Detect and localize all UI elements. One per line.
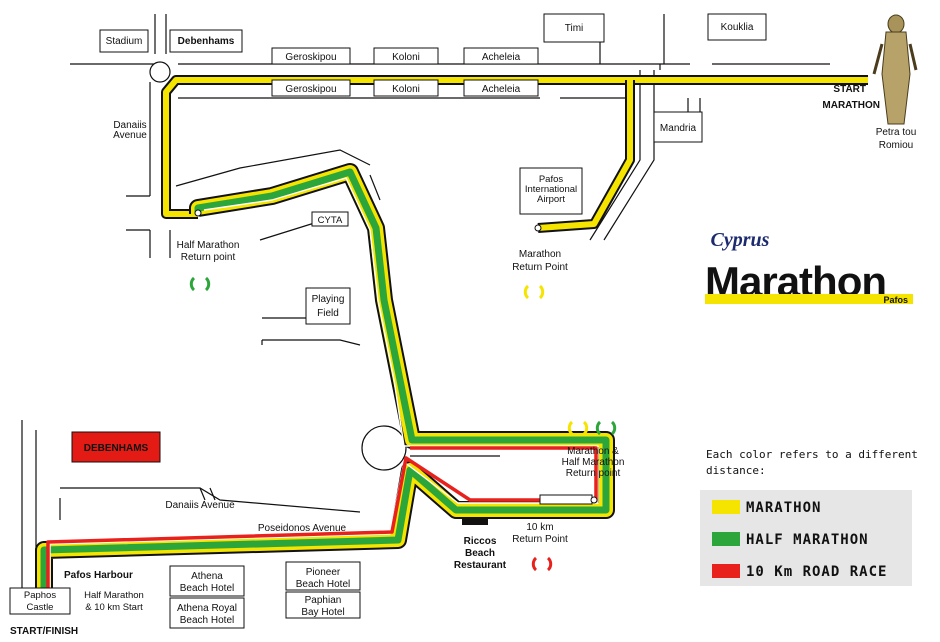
label-paphos-castle: Paphos Castle	[24, 590, 56, 613]
label-start-marathon: START MARATHON	[822, 84, 880, 111]
label-airport-line: Pafos	[539, 174, 564, 185]
label-line: Half Marathon	[84, 590, 144, 601]
label-line: & 10 km Start	[85, 602, 143, 613]
label-line: Avenue	[113, 130, 147, 141]
uturn-icons	[189, 276, 617, 572]
label-riccos: Riccos Beach Restaurant	[454, 536, 507, 571]
label-danaiis-horizontal: Danaiis Avenue	[165, 500, 235, 511]
label-poseidonos: Poseidonos Avenue	[258, 523, 347, 534]
label-airport-line: International	[525, 184, 577, 195]
legend-label: HALF MARATHON	[746, 532, 869, 548]
label-debenhams-top: Debenhams	[178, 36, 235, 47]
label-timi: Timi	[565, 23, 584, 34]
label-mh-return: Marathon & Half Marathon Return point	[562, 446, 625, 479]
return-point-marker	[534, 224, 542, 232]
legend-swatch	[712, 564, 740, 578]
label-line: Athena Royal	[177, 603, 237, 614]
label-paphian-bay: Paphian Bay Hotel	[301, 595, 344, 618]
label-line: Bay Hotel	[301, 607, 344, 618]
label-line: Paphian	[305, 595, 342, 606]
label-marathon-return: Marathon Return Point	[512, 249, 568, 273]
label-koloni-2: Koloni	[392, 84, 420, 95]
aphrodite-statue-icon	[872, 14, 918, 125]
label-debenhams-bottom: DEBENHAMS	[84, 443, 149, 454]
label-line: Return Point	[512, 262, 568, 273]
label-pioneer-beach: Pioneer Beach Hotel	[296, 567, 350, 590]
label-line: Playing	[312, 294, 345, 305]
label-half-return: Half Marathon Return point	[177, 240, 240, 263]
logo-pafos: Pafos	[883, 295, 908, 305]
label-acheleia-2: Acheleia	[482, 84, 521, 95]
uturn-red-icon	[531, 556, 553, 572]
map-boxes	[9, 13, 767, 629]
legend-label: MARATHON	[746, 500, 821, 516]
label-athena-beach: Athena Beach Hotel	[180, 571, 234, 594]
uturn-green-icon	[189, 276, 211, 292]
label-line: START	[833, 84, 866, 95]
label-start-finish: START/FINISH	[10, 626, 78, 637]
label-line: Half Marathon	[562, 457, 625, 468]
label-line: Beach Hotel	[180, 615, 234, 626]
label-line: Danaiis	[113, 120, 146, 131]
label-line: Half Marathon	[177, 240, 240, 251]
label-line: Beach	[465, 548, 495, 559]
label-line: Beach Hotel	[296, 579, 350, 590]
map-labels: Stadium Debenhams Geroskipou Koloni Ache…	[10, 22, 916, 637]
legend-label: 10 Km ROAD RACE	[746, 564, 887, 580]
cyprus-marathon-logo: Cyprus Marathon Pafos	[705, 229, 913, 305]
legend-note: Each color refers to a different	[706, 448, 918, 461]
label-line: Athena	[191, 571, 223, 582]
label-acheleia-1: Acheleia	[482, 52, 521, 63]
legend-swatch	[712, 500, 740, 514]
label-line: Beach Hotel	[180, 583, 234, 594]
legend: Each color refers to a different distanc…	[700, 448, 918, 586]
label-kouklia: Kouklia	[721, 22, 754, 33]
label-danaiis-vertical: Danaiis Avenue	[113, 120, 147, 141]
label-line: Pioneer	[306, 567, 341, 578]
logo-cyprus: Cyprus	[711, 229, 770, 251]
uturn-yellow-icon	[567, 420, 589, 436]
label-line: Return point	[566, 468, 621, 479]
label-playing-field: Playing Field	[312, 294, 345, 319]
label-line: Riccos	[464, 536, 497, 547]
return-point-marker	[194, 209, 202, 217]
label-cyta: CYTA	[318, 215, 343, 226]
legend-note: distance:	[706, 464, 766, 477]
label-geroskipou-2: Geroskipou	[285, 84, 336, 95]
label-line: Return point	[181, 252, 236, 263]
label-line: 10 km	[526, 522, 553, 533]
label-petra: Petra tou Romiou	[876, 127, 917, 151]
label-line: Romiou	[879, 140, 913, 151]
label-line: Marathon &	[567, 446, 619, 457]
label-geroskipou-1: Geroskipou	[285, 52, 336, 63]
label-line: Restaurant	[454, 560, 507, 571]
label-athena-royal: Athena Royal Beach Hotel	[177, 603, 237, 626]
debenhams-red-block	[71, 431, 161, 463]
label-airport: Pafos International Airport	[525, 174, 577, 205]
label-line: Petra tou	[876, 127, 917, 138]
label-10km-return: 10 km Return Point	[512, 522, 568, 545]
label-half-10k-start: Half Marathon & 10 km Start	[84, 590, 144, 613]
label-line: MARATHON	[822, 100, 880, 111]
label-line: Field	[317, 308, 339, 319]
uturn-yellow-icon	[523, 284, 545, 300]
label-airport-line: Airport	[537, 194, 565, 205]
label-pafos-harbour: Pafos Harbour	[64, 570, 133, 581]
riccos-bar	[462, 518, 488, 525]
return-point-marker	[590, 496, 598, 504]
legend-swatch	[712, 532, 740, 546]
label-stadium: Stadium	[106, 36, 143, 47]
label-koloni-1: Koloni	[392, 52, 420, 63]
label-mandria: Mandria	[660, 123, 697, 134]
label-line: Castle	[27, 602, 54, 613]
label-line: Marathon	[519, 249, 561, 260]
label-line: Paphos	[24, 590, 56, 601]
label-line: Return Point	[512, 534, 568, 545]
uturn-green-icon	[595, 420, 617, 436]
